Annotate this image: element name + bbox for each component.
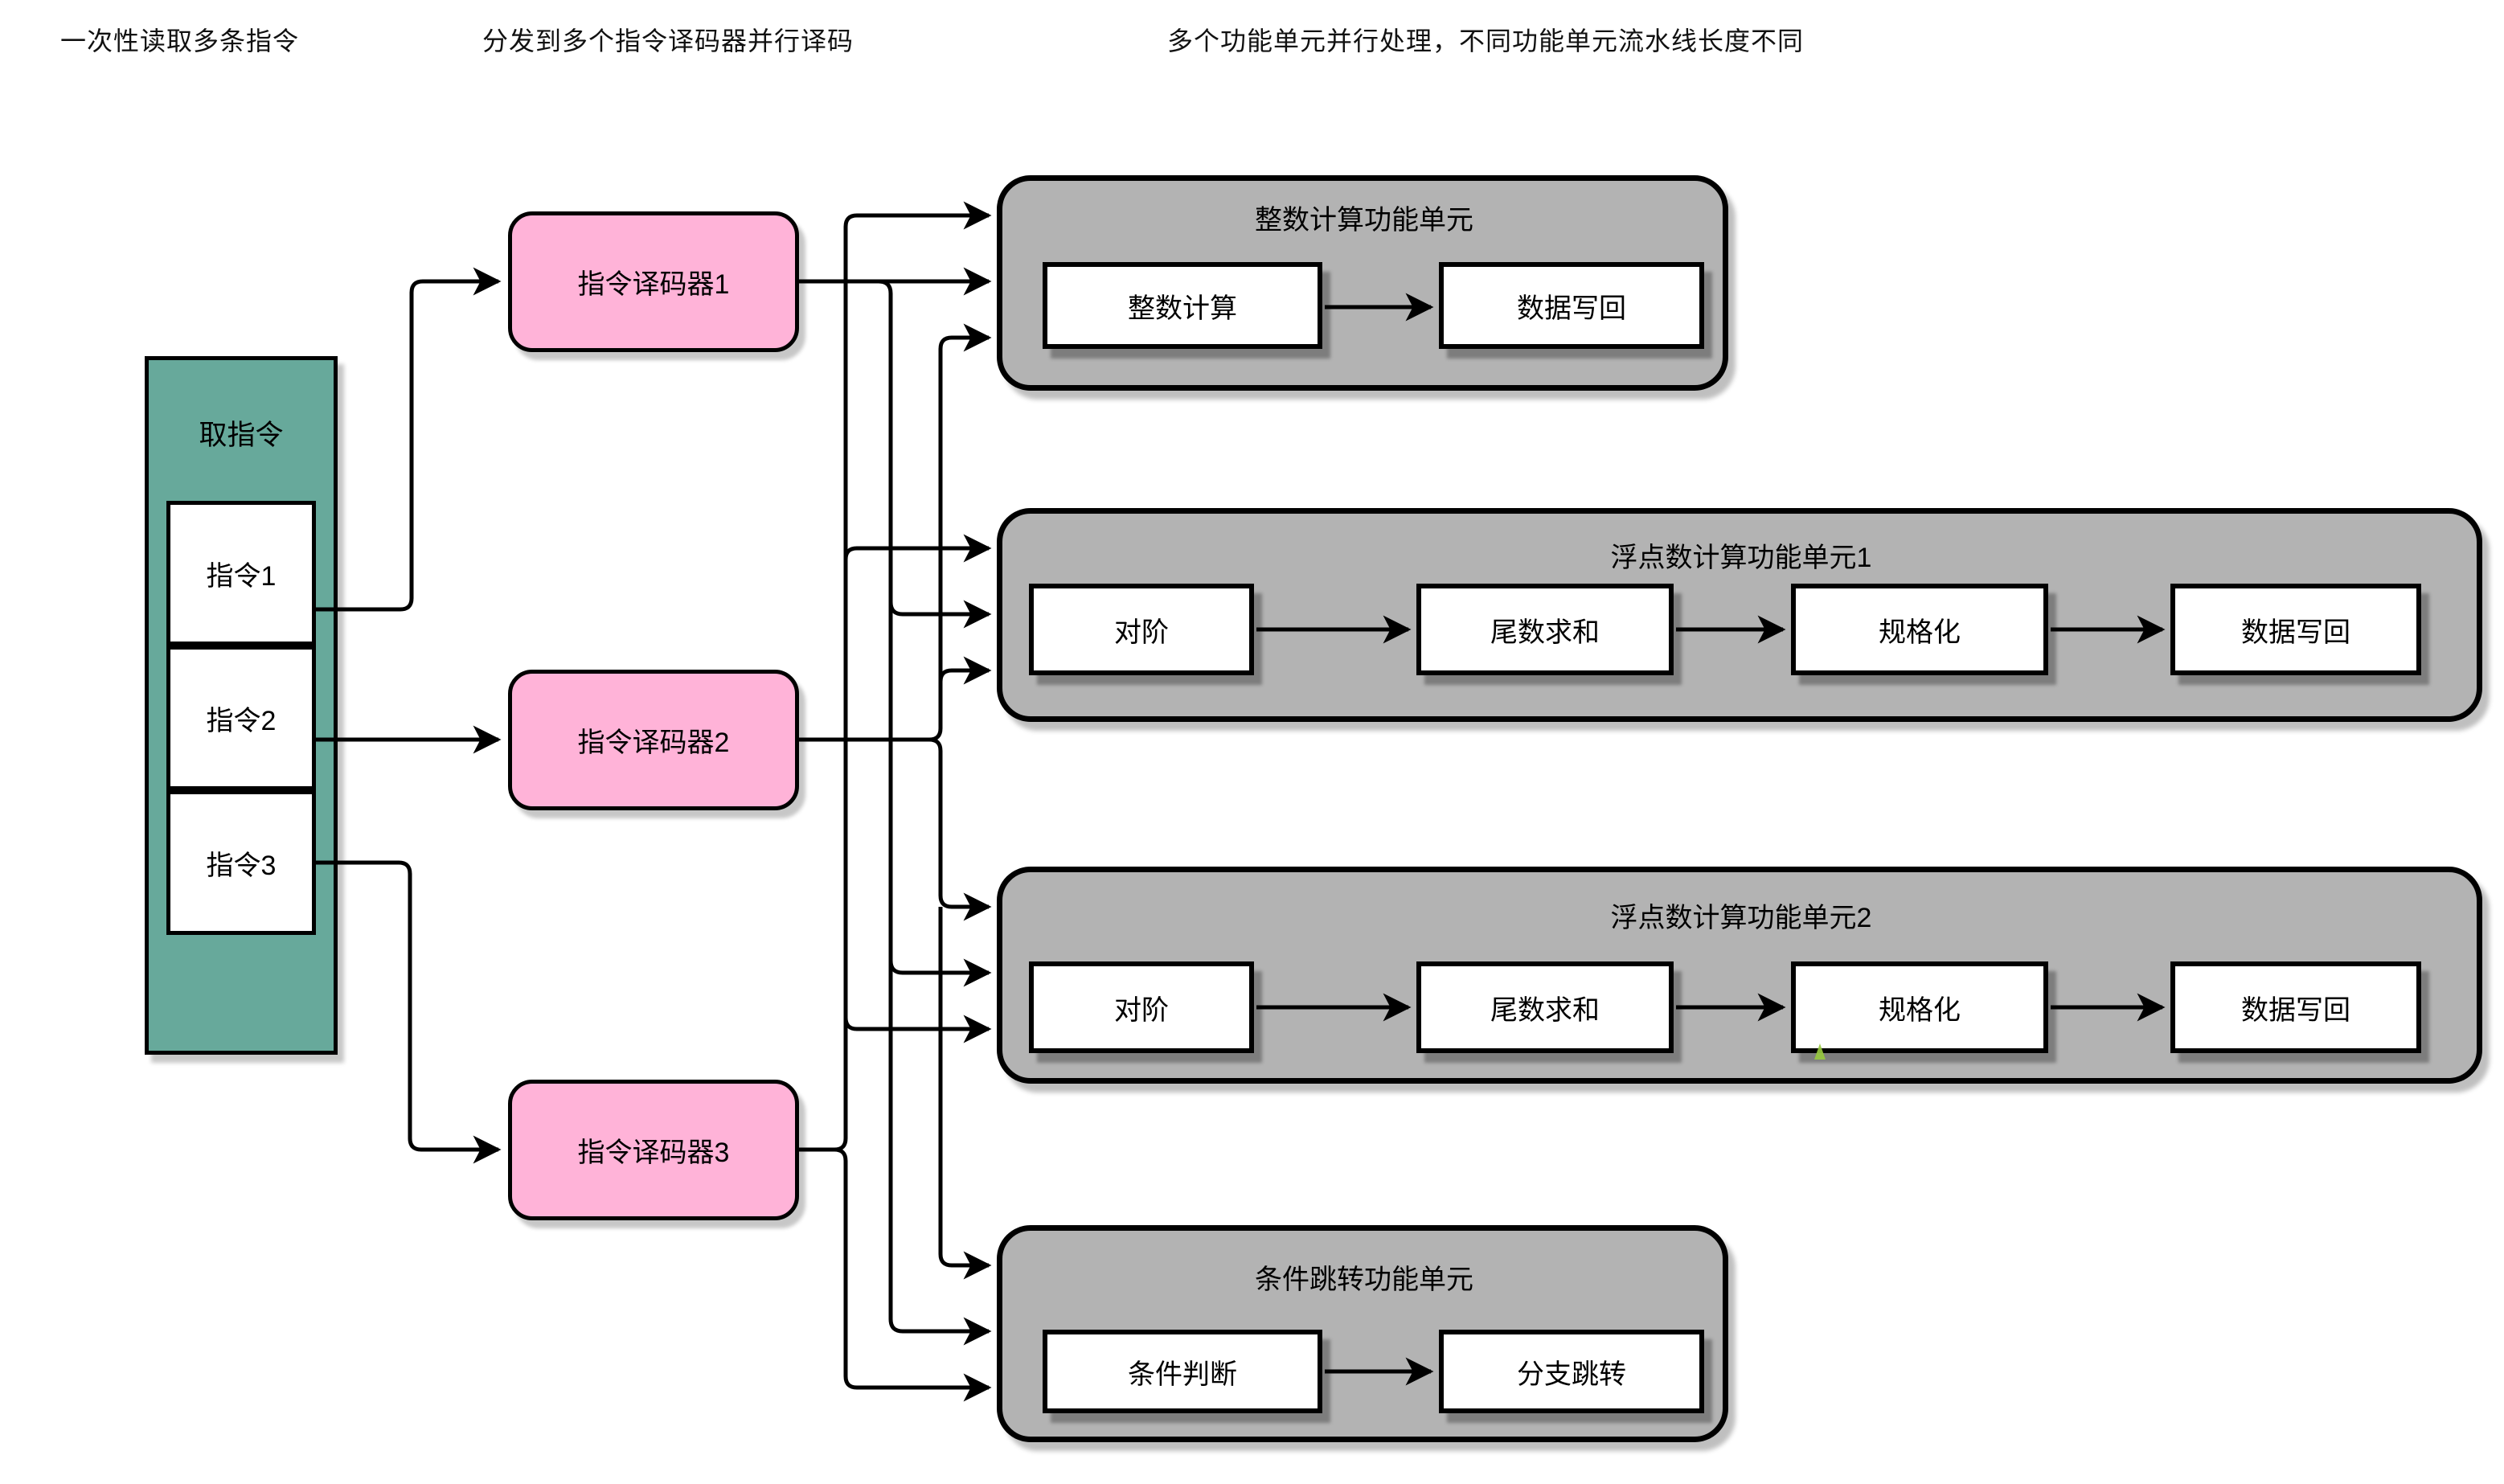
stage-f2-writeback: 数据写回 xyxy=(2170,961,2421,1053)
unit-float2-title: 浮点数计算功能单元2 xyxy=(1610,902,1872,933)
edge-inst1-decoder1 xyxy=(316,267,502,612)
fetch-title: 取指令 xyxy=(199,419,284,451)
stage-int-compute: 整数计算 xyxy=(1043,262,1322,349)
stage-branch-jump: 分支跳转 xyxy=(1439,1330,1704,1413)
instruction-2-box: 指令2 xyxy=(166,646,316,790)
instruction-3-box: 指令3 xyxy=(166,790,316,935)
stage-f2-normalize: 规格化 xyxy=(1791,961,2048,1053)
decoder-3-box: 指令译码器3 xyxy=(508,1080,799,1220)
edge-inst3-decoder3 xyxy=(316,860,502,1164)
edge-decoder1-trunk xyxy=(878,279,992,1346)
edge-decoder3-unit2 xyxy=(843,534,992,563)
annotation-units: 多个功能单元并行处理，不同功能单元流水线长度不同 xyxy=(1167,27,1805,55)
unit-integer-title: 整数计算功能单元 xyxy=(1255,204,1473,236)
annotation-decode: 分发到多个指令译码器并行译码 xyxy=(482,27,854,55)
stage-f2-align: 对阶 xyxy=(1029,961,1254,1053)
stage-int-writeback: 数据写回 xyxy=(1439,262,1704,349)
decoder-2-box: 指令译码器2 xyxy=(508,670,799,810)
edge-decoder3-unit1 xyxy=(834,201,992,1152)
cursor-artifact xyxy=(1814,1043,1826,1060)
unit-branch-title: 条件跳转功能单元 xyxy=(1255,1264,1473,1295)
unit-float1-title: 浮点数计算功能单元1 xyxy=(1610,542,1872,573)
stage-f1-align: 对阶 xyxy=(1029,584,1254,675)
edge-decoder2-unit4 xyxy=(938,907,992,1280)
stage-f2-mantissa: 尾数求和 xyxy=(1416,961,1674,1053)
edge-decoder2-unit1 xyxy=(928,323,992,742)
instruction-1-box: 指令1 xyxy=(166,501,316,646)
edge-decoder1-unit2 xyxy=(888,600,992,629)
edge-decoder1-unit3 xyxy=(888,958,992,987)
annotation-fetch: 一次性读取多条指令 xyxy=(60,27,300,55)
edge-decoder2-unit2 xyxy=(938,656,992,685)
edge-decoder2-unit3 xyxy=(928,737,992,921)
edge-decoder3-unit3 xyxy=(843,1015,992,1043)
stage-f1-mantissa: 尾数求和 xyxy=(1416,584,1674,675)
decoder-1-box: 指令译码器1 xyxy=(508,211,799,352)
stage-f1-normalize: 规格化 xyxy=(1791,584,2048,675)
stage-branch-cond: 条件判断 xyxy=(1043,1330,1322,1413)
stage-f1-writeback: 数据写回 xyxy=(2170,584,2421,675)
edge-decoder3-unit4 xyxy=(834,1147,992,1402)
